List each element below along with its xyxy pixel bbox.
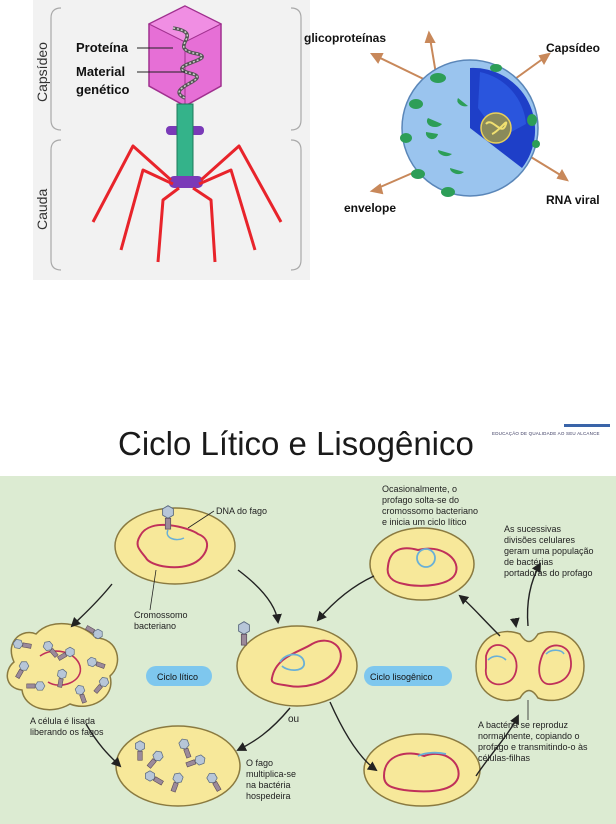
tail-sheath [176,103,194,185]
glycoproteins-label: glicoproteínas [304,31,386,45]
lytic-lysogenic-diagram: DNA do fago Cromossomo bacteriano ou Cic… [0,476,616,824]
lytic-cycle-pill [146,666,212,686]
multiplies-label-1: O fago [246,758,273,768]
lysed-label-2: liberando os fagos [30,727,104,737]
cell-prophage-release [369,527,475,601]
cell-multiplication [115,725,241,807]
protein-label: Proteína [76,40,129,55]
lysogenic-cycle-pill [364,666,452,686]
enveloped-virus-diagram: glicoproteínas Capsídeo envelope RNA vir… [304,30,600,215]
multiplies-label-4: hospedeira [246,791,291,801]
capsid-side-label: Capsídeo [34,42,50,102]
divisions-label-1: As sucessivas [504,524,562,534]
envelope-label: envelope [344,201,396,215]
cell-integrated-prophage [363,733,481,807]
tail-fibers [91,144,283,263]
chromosome-label-2: bacteriano [134,621,176,631]
viral-rna [480,112,512,144]
cell-dividing [475,630,585,702]
divisions-label-4: de bactérias [504,557,554,567]
multiplies-label-2: multiplica-se [246,769,296,779]
cycle-title: Ciclo Lítico e Lisogênico [118,425,474,462]
virus-capsid-label: Capsídeo [546,41,600,55]
occasionally-label-4: e inicia um ciclo lítico [382,517,467,527]
divisions-label-2: divisões celulares [504,535,576,545]
genetic-material-label-2: genético [76,82,130,97]
reproduces-label-1: A bactéria se reproduz [478,720,569,730]
divisions-label-5: portadoras do profago [504,568,593,578]
lysogenic-cycle-label: Ciclo lisogênico [370,672,433,682]
cycle-arrows [70,562,541,777]
logo-text: EDUCAÇÃO DE QUALIDADE AO SEU ALCANCE [492,431,600,436]
viral-rna-label: RNA viral [546,193,600,207]
divisions-label-3: geram uma população [504,546,594,556]
lysed-label-1: A célula é lisada [30,716,95,726]
glycoproteins [400,64,540,197]
reproduces-label-4: células-filhas [478,753,531,763]
reproduces-label-3: profago e transmitindo-o às [478,742,588,752]
occasionally-label-2: profago solta-se do [382,495,459,505]
lytic-cycle-label: Ciclo lítico [157,672,198,682]
occasionally-label-3: cromossomo bacteriano [382,506,478,516]
capsid-head [147,5,223,107]
chromosome-label-1: Cromossomo [134,610,188,620]
base-plate [169,176,203,188]
cell-infection [114,505,236,585]
cell-lysed [6,622,119,711]
multiplies-label-3: na bactéria [246,780,291,790]
phage-dna-label: DNA do fago [216,506,267,516]
cell-dna-entered [236,621,358,707]
or-label: ou [288,714,299,725]
tail-side-label: Cauda [34,189,50,230]
education-logo: EDUCAÇÃO DE QUALIDADE AO SEU ALCANCE [492,424,612,440]
bacteriophage-diagram: Capsídeo Cauda Proteína Material genétic… [33,0,310,280]
reproduces-label-2: normalmente, copiando o [478,731,580,741]
genetic-material-label-1: Material [76,64,125,79]
occasionally-label-1: Ocasionalmente, o [382,484,457,494]
